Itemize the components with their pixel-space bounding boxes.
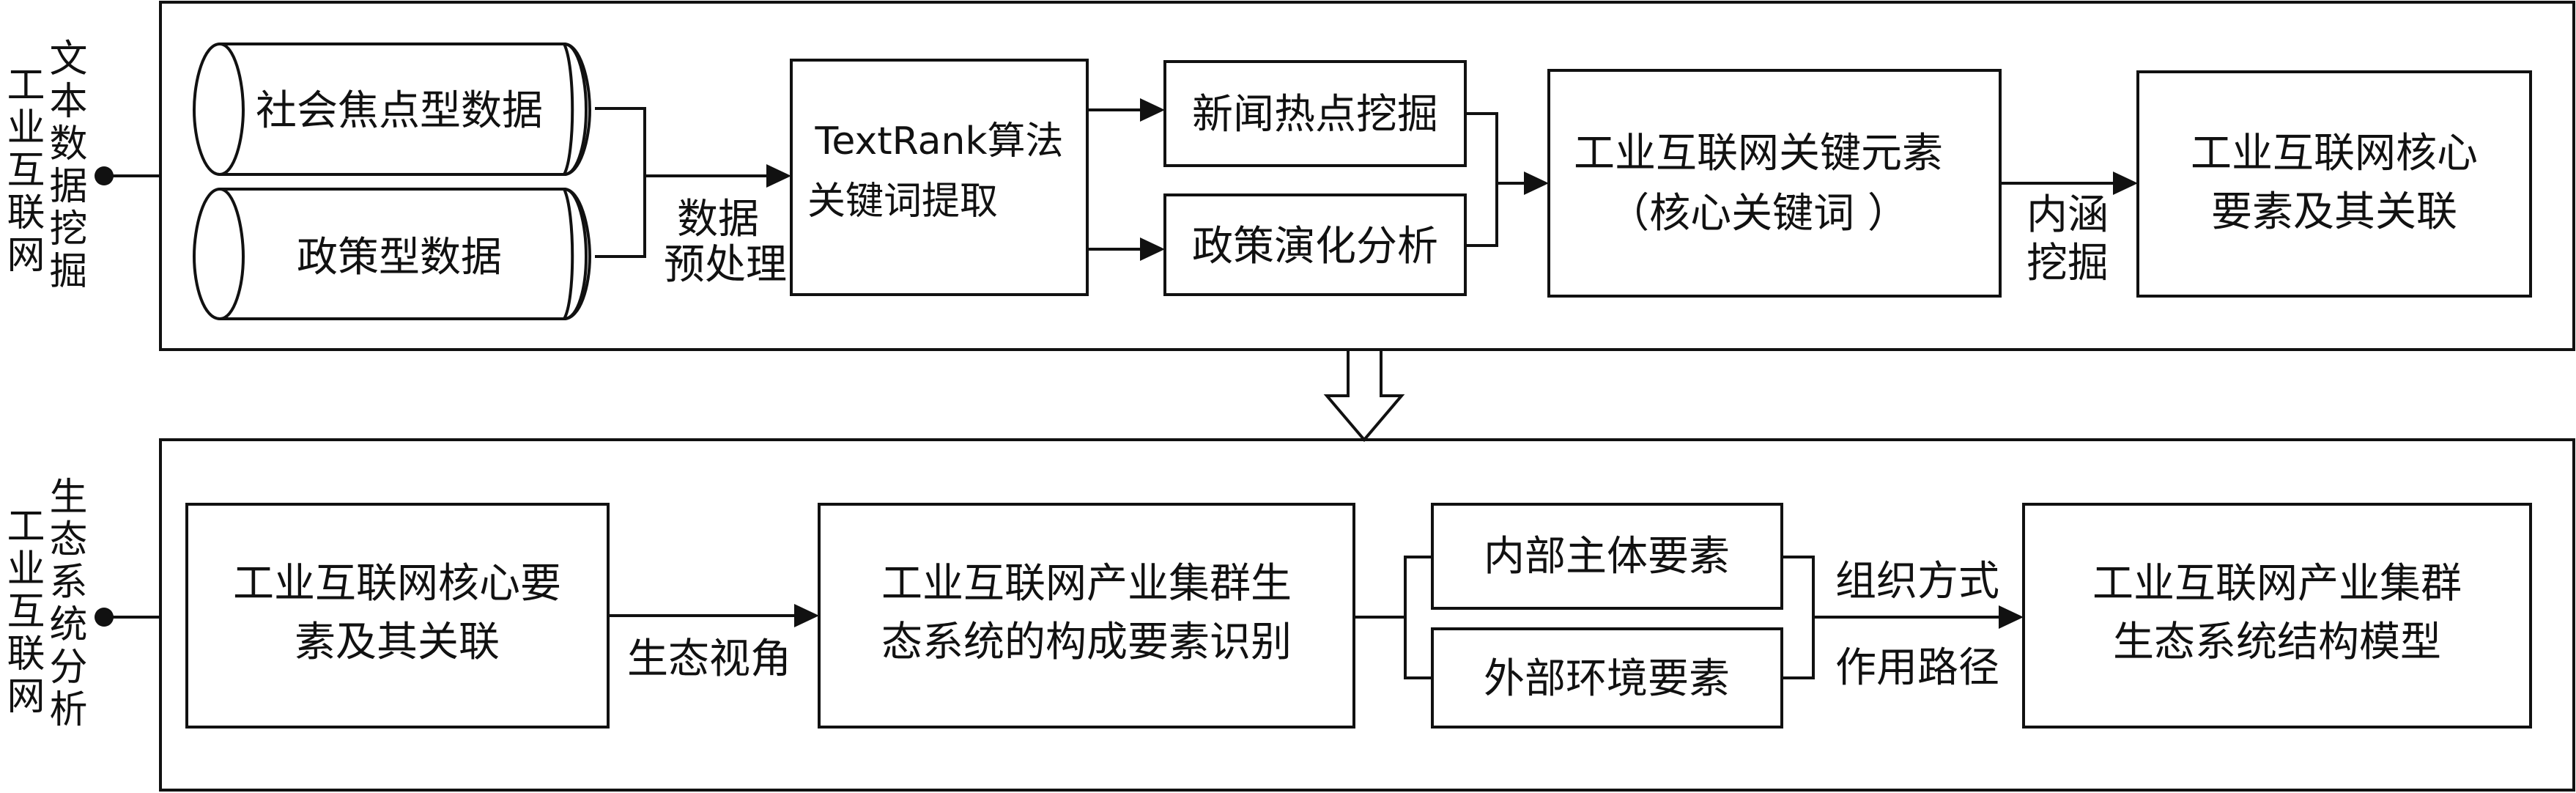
core-elements-box-2 (185, 503, 610, 729)
model-box (2022, 503, 2532, 729)
key-elements-label-2: （核心关键词 ） (1608, 190, 1909, 237)
bottom-label-col1: 工业互联网 (0, 506, 44, 718)
preprocess-label-2: 预处理 (664, 241, 787, 289)
connotation-label-2: 挖掘 (2027, 240, 2109, 287)
textrank-box (790, 59, 1089, 296)
key-elements-box (1547, 69, 2002, 298)
internal-box (1431, 503, 1783, 610)
textrank-label-2: 关键词提取 (807, 180, 998, 224)
core-elements-label-2: 要素及其关联 (2211, 188, 2457, 236)
bottom-section-frame (159, 438, 2575, 792)
core-elements-2-label-2: 素及其关联 (295, 619, 500, 666)
identify-box (818, 503, 1355, 729)
eco-view-label: 生态视角 (627, 635, 791, 683)
external-box (1431, 627, 1783, 729)
mining-merge-line (1465, 112, 1498, 247)
core-elements-label-1: 工业互联网核心 (2191, 130, 2478, 177)
key-elements-label-1: 工业互联网关键元素 (1574, 130, 1943, 177)
news-mining-label: 新闻热点挖掘 (1192, 91, 1438, 139)
arrow-eco-head (794, 604, 819, 627)
sources-merge-line (595, 107, 646, 258)
top-label-col1: 工业互联网 (0, 64, 44, 277)
source-social-label: 社会焦点型数据 (256, 87, 543, 135)
source-policy-label: 政策型数据 (297, 234, 502, 281)
top-label-dot (95, 166, 114, 185)
core-elements-box (2136, 70, 2532, 298)
identify-label-1: 工业互联网产业集群生 (881, 560, 1292, 608)
bottom-label-col2: 生态系统分析 (42, 476, 86, 731)
section-transition-arrow (1323, 348, 1405, 443)
arrow-to-key-head (1524, 171, 1549, 195)
model-label-1: 工业互联网产业集群 (2092, 560, 2462, 608)
preprocess-arrowhead (766, 164, 791, 188)
internal-label: 内部主体要素 (1484, 533, 1730, 580)
org-mode-label: 组织方式 (1835, 558, 1999, 605)
merge-bracket (1782, 556, 1815, 679)
arrow-to-news-head (1140, 98, 1165, 122)
preprocess-label-1: 数据 (677, 196, 759, 243)
arrow-model-head (1999, 605, 2024, 629)
split-bracket (1404, 556, 1432, 679)
arrow-to-core-head (2113, 171, 2138, 195)
policy-analysis-label: 政策演化分析 (1192, 223, 1438, 270)
connotation-label-1: 内涵 (2027, 191, 2109, 239)
source-social-shape (192, 43, 592, 176)
source-policy-shape (192, 188, 592, 320)
core-elements-2-label-1: 工业互联网核心要 (233, 560, 561, 608)
model-label-2: 生态系统结构模型 (2113, 619, 2441, 666)
external-label: 外部环境要素 (1484, 655, 1730, 703)
textrank-label-1: TextRank算法 (814, 119, 1063, 163)
top-label-col2: 文本数据挖掘 (42, 38, 86, 293)
arrow-to-policy-head (1140, 237, 1165, 261)
identify-label-2: 态系统的构成要素识别 (881, 619, 1292, 666)
path-label: 作用路径 (1835, 644, 1999, 692)
bottom-label-dot (95, 608, 114, 627)
